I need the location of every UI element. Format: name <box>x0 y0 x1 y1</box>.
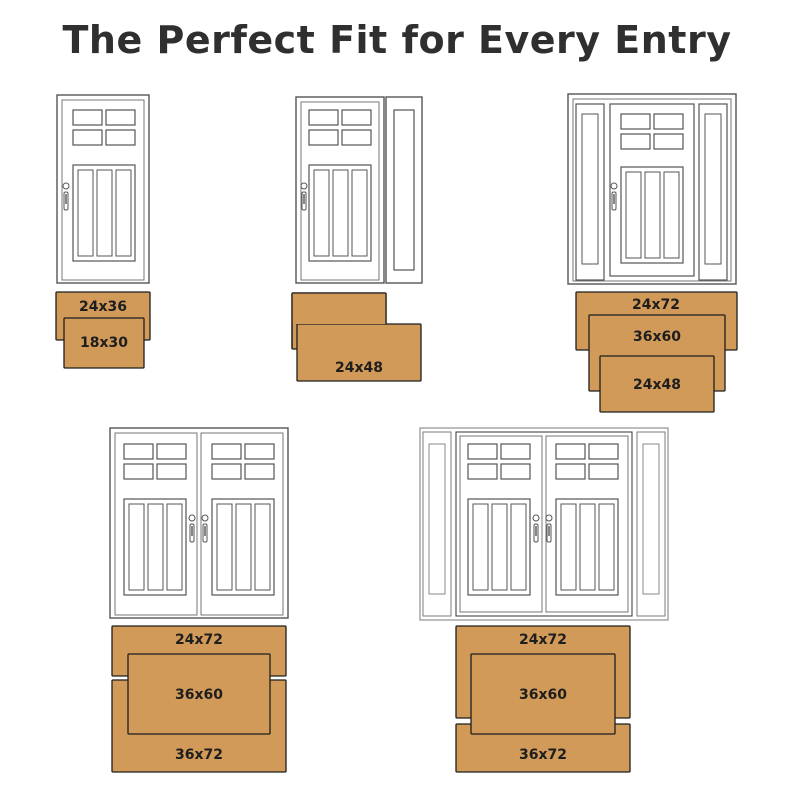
mat <box>127 653 271 735</box>
mat-size-label: 24x72 <box>175 632 223 648</box>
mat-group-5: 24x72 36x60 36x72 <box>455 625 631 773</box>
mat-size-label: 36x60 <box>519 687 567 703</box>
door-double-two-sidelights <box>419 427 669 621</box>
mat-group-2: 24x36 24x48 <box>291 292 422 382</box>
door-single-sidelight <box>295 96 423 284</box>
mat-size-label: 18x30 <box>80 335 128 351</box>
mat-size-label: 24x72 <box>632 297 680 313</box>
mat <box>63 317 145 369</box>
mat <box>599 355 715 413</box>
mat-size-label: 36x72 <box>175 747 223 763</box>
mat-size-label: 36x72 <box>519 747 567 763</box>
mat-size-label: 36x60 <box>175 687 223 703</box>
mat <box>470 653 616 735</box>
door-single <box>56 94 150 284</box>
mat-size-label: 36x60 <box>633 329 681 345</box>
mat-size-label: 24x72 <box>519 632 567 648</box>
door-double <box>109 427 289 619</box>
mat-size-label: 24x36 <box>79 299 127 315</box>
mat-group-3: 24x72 36x60 24x48 <box>575 291 738 413</box>
page-title: The Perfect Fit for Every Entry <box>62 18 732 62</box>
mat-size-label: 24x48 <box>335 360 383 376</box>
mat-size-label: 24x48 <box>633 377 681 393</box>
mat-group-4: 24x72 36x60 36x72 <box>111 625 287 773</box>
door-single-two-sidelights <box>567 93 737 285</box>
mat-group-1: 24x36 18x30 <box>55 291 151 369</box>
